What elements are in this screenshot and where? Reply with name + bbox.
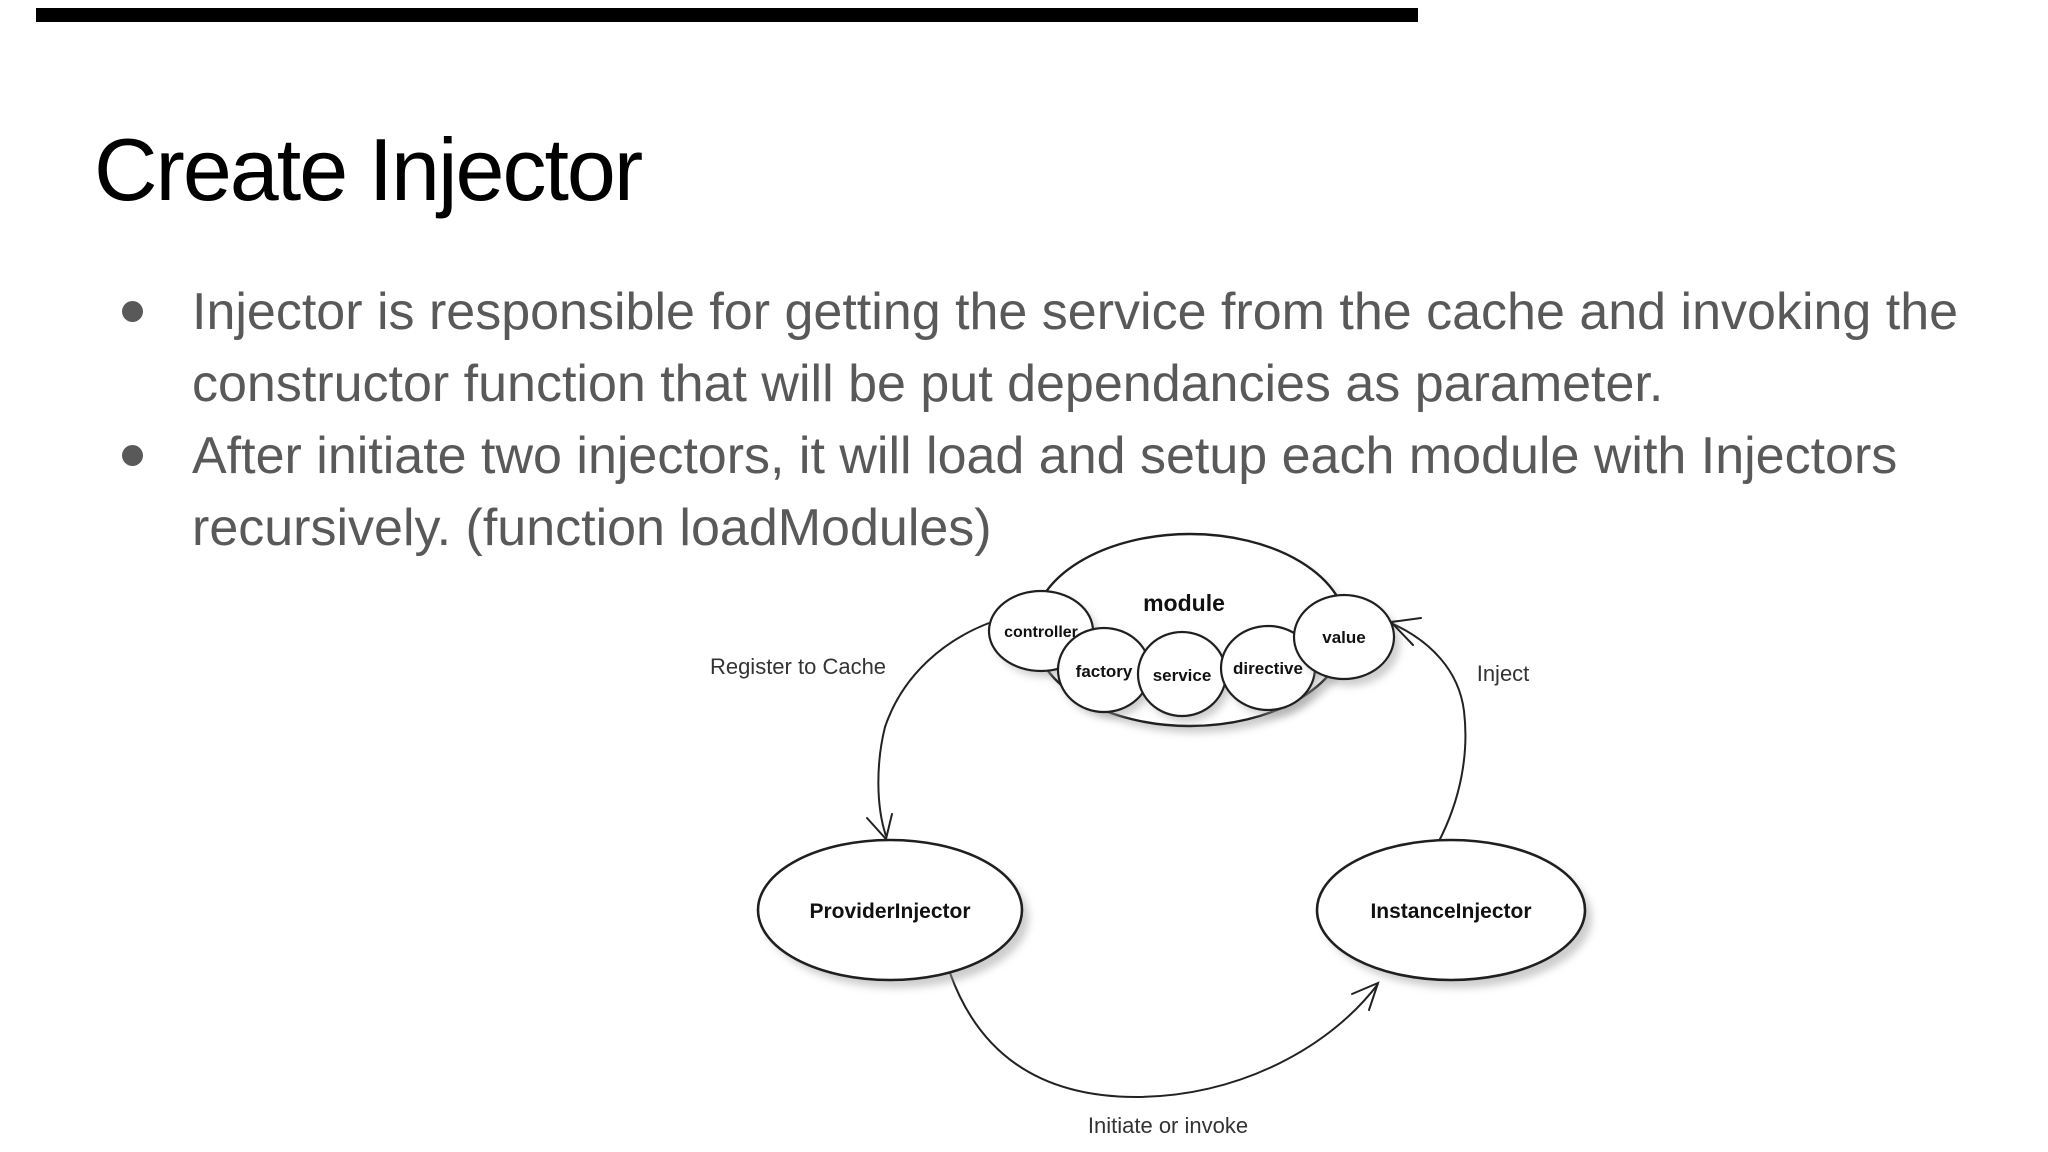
register-arrowhead-icon (866, 813, 893, 842)
bullet-text: After initiate two injectors, it will lo… (192, 420, 2016, 564)
inject-label: Inject (1477, 661, 1530, 686)
initiate-or-invoke-label: Initiate or invoke (1088, 1113, 1248, 1138)
inject-edge (1390, 622, 1467, 844)
page-title: Create Injector (94, 120, 643, 219)
bullet-line: Injector is responsible for getting the … (192, 283, 1959, 341)
directive-label: directive (1233, 659, 1303, 678)
controller-label: controller (1004, 624, 1078, 641)
factory-label: factory (1076, 662, 1133, 681)
instance-injector-node (1315, 838, 1587, 982)
inject-arrowhead-icon (1388, 617, 1422, 646)
bullet-line: constructor function that will be put de… (192, 355, 1664, 413)
provider-injector-label: ProviderInjector (809, 900, 970, 923)
value-node (1292, 593, 1396, 681)
bullet-text: Injector is responsible for getting the … (192, 276, 2016, 420)
provider-injector-node (756, 838, 1024, 982)
top-black-bar (36, 8, 1418, 22)
register-to-cache-edge (877, 622, 990, 837)
bullet-dot (122, 301, 143, 322)
component-nodes (987, 589, 1400, 722)
list-item: Injector is responsible for getting the … (96, 276, 2016, 420)
service-label: service (1153, 666, 1212, 685)
register-to-cache-label: Register to Cache (710, 654, 886, 679)
instance-injector-label: InstanceInjector (1370, 900, 1531, 923)
module-label: module (1143, 590, 1225, 616)
list-item: After initiate two injectors, it will lo… (96, 420, 2016, 564)
initiate-or-invoke-edge (949, 972, 1379, 1099)
value-label: value (1322, 628, 1365, 647)
bullet-line: After initiate two injectors, it will lo… (192, 427, 1898, 485)
arrowheads (866, 617, 1422, 1011)
bullet-dot (122, 445, 143, 466)
bullet-line: recursively. (function loadModules) (192, 499, 992, 557)
invoke-arrowhead-icon (1351, 981, 1380, 1011)
